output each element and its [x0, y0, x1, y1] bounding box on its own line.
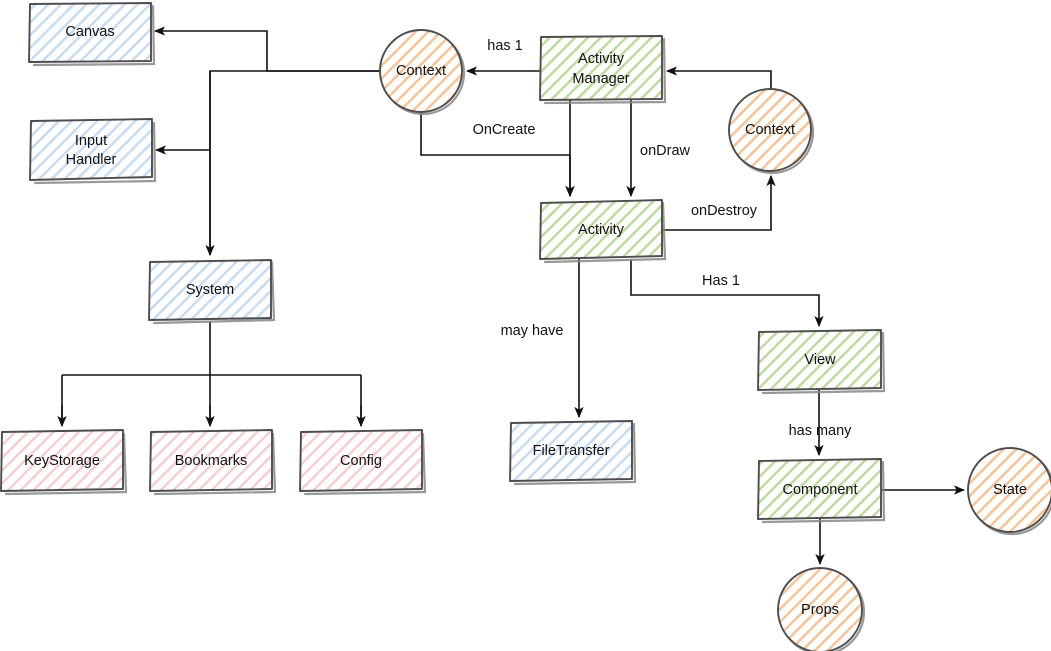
- filetransfer-shadow: [513, 422, 637, 486]
- edges-layer: [57, 26, 966, 566]
- node-keystorage[interactable]: KeyStorage: [0, 429, 128, 496]
- edge-system-to-fanout[interactable]: [61, 321, 362, 425]
- edge-label-has-1-view: Has 1: [702, 273, 740, 289]
- edge-label-oncreate: OnCreate: [473, 122, 536, 138]
- state-circle: [967, 447, 1051, 533]
- activity-manager-shadow: [543, 37, 667, 105]
- activity-shadow: [543, 201, 667, 264]
- edge-context-right-to-activity-manager[interactable]: [665, 66, 772, 89]
- props-circle: [777, 567, 863, 651]
- node-filetransfer[interactable]: FileTransfer: [509, 420, 637, 486]
- edge-context-to-canvas[interactable]: [153, 26, 380, 72]
- activity-manager-box: [539, 35, 663, 101]
- keystorage-box: [0, 429, 124, 492]
- node-context-left[interactable]: Context: [379, 29, 466, 116]
- context-right-circle: [728, 88, 812, 172]
- node-activity[interactable]: Activity: [539, 199, 667, 264]
- node-bookmarks[interactable]: Bookmarks: [149, 429, 277, 496]
- keystorage-shadow: [4, 432, 128, 496]
- bookmarks-shadow: [153, 432, 277, 496]
- edge-context-to-trunk[interactable]: [209, 70, 380, 255]
- edge-activity-to-view-has1[interactable]: [630, 259, 824, 328]
- component-shadow: [761, 460, 886, 524]
- config-box: [299, 429, 423, 492]
- node-canvas[interactable]: Canvas: [28, 2, 156, 67]
- canvas-shadow: [32, 4, 156, 67]
- node-props[interactable]: Props: [777, 567, 866, 651]
- node-view[interactable]: View: [757, 329, 886, 395]
- input-handler-shadow: [33, 121, 157, 185]
- bookmarks-box: [149, 429, 273, 492]
- config-shadow: [303, 432, 427, 496]
- component-box: [757, 458, 882, 520]
- filetransfer-box: [509, 420, 633, 482]
- activity-box: [539, 199, 663, 260]
- edge-label-ondestroy: onDestroy: [691, 203, 758, 219]
- edge-label-has-1: has 1: [487, 38, 522, 54]
- system-shadow: [152, 260, 276, 325]
- node-component[interactable]: Component: [757, 458, 886, 524]
- view-box: [757, 329, 882, 391]
- node-config[interactable]: Config: [299, 429, 427, 496]
- edge-context-to-activity-oncreate[interactable]: [420, 112, 575, 198]
- node-context-right[interactable]: Context: [728, 88, 815, 175]
- system-box: [148, 259, 272, 321]
- node-system[interactable]: System: [148, 259, 276, 325]
- node-state[interactable]: State: [967, 447, 1051, 536]
- view-shadow: [761, 331, 886, 395]
- input-handler-box: [29, 118, 153, 181]
- node-input-handler[interactable]: Input Handler: [29, 118, 157, 185]
- edge-activity-to-context-right-ondestroy[interactable]: [662, 174, 776, 231]
- edge-label-has-many: has many: [789, 423, 853, 439]
- node-activity-manager[interactable]: Activity Manager: [539, 35, 667, 105]
- edge-label-may-have: may have: [501, 323, 564, 339]
- context-left-circle: [379, 29, 463, 113]
- canvas-box: [28, 2, 152, 63]
- edge-label-ondraw: onDraw: [640, 143, 690, 159]
